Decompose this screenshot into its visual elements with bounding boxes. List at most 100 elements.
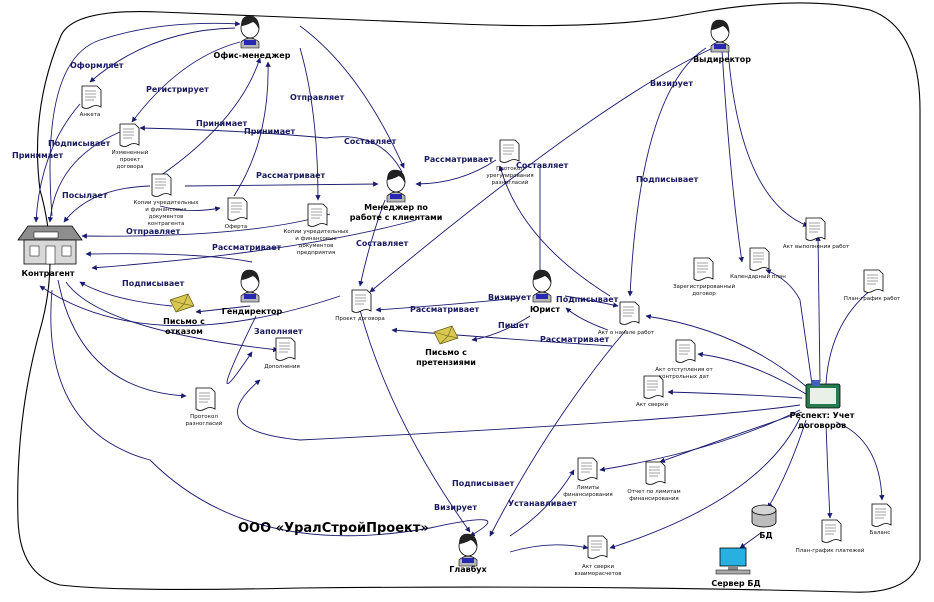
edge-label-sends-mid: Отправляет bbox=[126, 227, 181, 236]
act-reconcile-doc-icon bbox=[643, 375, 664, 399]
act-reconcile-caption: Акт сверки bbox=[636, 402, 668, 408]
office-manager-person-icon bbox=[240, 15, 260, 49]
add-agreement-caption: Дополнения bbox=[264, 364, 300, 370]
protocol-disagreement-caption-2: разногласий bbox=[186, 420, 223, 427]
org-boundary bbox=[17, 2, 921, 593]
letter-claim-envelope-icon bbox=[433, 325, 459, 345]
report-limits-doc-icon bbox=[645, 461, 666, 485]
db-server-label: Сервер БД bbox=[711, 579, 760, 588]
chief-accountant-label: Главбух bbox=[449, 564, 487, 574]
schedule-doc-icon bbox=[863, 269, 884, 293]
db-label: БД bbox=[759, 531, 772, 540]
edge-label-fills: Заполняет bbox=[254, 327, 303, 336]
edge-label-sends-left: Посылает bbox=[62, 191, 108, 200]
gen-director-person-icon bbox=[240, 269, 260, 303]
database-icon bbox=[751, 504, 777, 528]
contract-project-doc-icon bbox=[351, 289, 372, 313]
edge-label-signs-lawyer: Подписывает bbox=[556, 295, 619, 304]
work-act-caption: Акт выполнения работ bbox=[783, 244, 850, 250]
copies-enterprise-caption-4: предприятия bbox=[297, 250, 335, 256]
contract-project-caption: Проект договора bbox=[335, 316, 385, 322]
edge-label-compiles-right: Составляет bbox=[516, 161, 569, 170]
org-title: ООО «УралСтройПроект» bbox=[238, 521, 429, 536]
edge-label-reviews-b: Рассматривает bbox=[256, 171, 326, 180]
edge-label-accepts-left: Принимает bbox=[12, 151, 64, 160]
payment-plan-caption: План-график платежей bbox=[796, 547, 865, 554]
lawyer-person-icon bbox=[532, 269, 552, 303]
limits-caption-2: финансирования bbox=[563, 492, 612, 498]
act-deviation-doc-icon bbox=[675, 339, 696, 363]
limits-doc-icon bbox=[577, 457, 598, 481]
act-deviation-caption-2: контрольных дат bbox=[659, 374, 710, 380]
server-monitor-icon bbox=[715, 547, 751, 575]
act-start-doc-icon bbox=[619, 301, 640, 325]
act-start-caption: Акт о начале работ bbox=[598, 330, 655, 336]
edge-label-signs-left: Подписывает bbox=[48, 139, 111, 148]
client-manager-person-icon bbox=[386, 169, 406, 203]
office-manager-label: Офис-менеджер bbox=[214, 51, 291, 60]
work-act-doc-icon bbox=[805, 217, 826, 241]
edge-label-endorses-bottom: Визирует bbox=[434, 503, 477, 512]
edge-label-signs-gen: Подписывает bbox=[122, 279, 185, 288]
calendar-plan-caption: Календарный план bbox=[730, 273, 786, 280]
edge-label-compiles-mid: Составляет bbox=[356, 239, 409, 248]
reg-contract-caption-1: Зарегистрированный bbox=[673, 283, 736, 290]
anketa-caption: Анкета bbox=[80, 112, 101, 118]
changed-project-caption-3: договора bbox=[117, 164, 144, 170]
changed-project-doc-icon bbox=[119, 123, 140, 147]
copies-enterprise-caption-3: документов bbox=[299, 243, 334, 249]
payment-plan-doc-icon bbox=[821, 519, 842, 543]
exec-director-person-icon bbox=[710, 19, 730, 53]
act-mutual-doc-icon bbox=[587, 535, 608, 559]
copies-contractor-caption-2: и финансовых bbox=[145, 207, 187, 213]
edge-label-accepts-top: Принимает bbox=[196, 119, 248, 128]
protocol-settle-caption-1: Протокол bbox=[496, 166, 524, 172]
letter-claim-caption-2: претензиями bbox=[416, 358, 476, 367]
edge-label-reviews-e: Рассматривает bbox=[540, 335, 610, 344]
edge-label-reviews-a: Рассматривает bbox=[424, 155, 494, 164]
edge-label-sets: Устанавливает bbox=[508, 499, 577, 508]
reg-contract-doc-icon bbox=[693, 257, 714, 281]
copies-enterprise-caption-2: и финансовых bbox=[295, 236, 337, 242]
limits-caption-1: Лимиты bbox=[577, 485, 600, 491]
protocol-settle-caption-2: урегулирования bbox=[486, 173, 533, 179]
edge-label-writes: Пишет bbox=[498, 321, 529, 330]
letter-reject-envelope-icon bbox=[169, 293, 195, 313]
report-limits-caption-2: финансирования bbox=[629, 496, 678, 502]
copies-enterprise-caption-1: Копии учредительных bbox=[283, 229, 349, 235]
act-deviation-caption-1: Акт отступления от bbox=[655, 367, 713, 373]
edge-label-accepts-mid: Принимает bbox=[244, 127, 296, 136]
reg-contract-caption-2: договор bbox=[692, 291, 716, 297]
protocol-disagreement-doc-icon bbox=[195, 387, 216, 411]
offer-caption: Оферта bbox=[225, 224, 247, 230]
act-mutual-caption-1: Акт сверки bbox=[582, 564, 614, 570]
protocol-settle-caption-3: разногласий bbox=[492, 179, 529, 186]
edge-label-reviews-c: Рассматривает bbox=[212, 243, 282, 252]
edge-label-reviews-d: Рассматривает bbox=[410, 305, 480, 314]
edge-label-compiles-top: Составляет bbox=[344, 137, 397, 146]
offer-doc-icon bbox=[227, 197, 248, 221]
copies-contractor-caption-1: Копии учредительных bbox=[133, 200, 199, 206]
edge-label-issues: Оформляет bbox=[70, 61, 124, 70]
exec-director-label: Выдиректор bbox=[693, 55, 751, 64]
contractor-label: Контрагент bbox=[21, 269, 74, 278]
balance-doc-icon bbox=[871, 503, 892, 527]
schedule-caption: План-график работ bbox=[844, 296, 901, 302]
client-manager-label-1: Менеджер по bbox=[364, 203, 428, 212]
letter-reject-caption-2: отказом bbox=[165, 327, 203, 336]
edge-label-signs-right: Подписывает bbox=[636, 175, 699, 184]
client-manager-label-2: работе с клиентами bbox=[350, 212, 443, 222]
report-limits-caption-1: Отчет по лимитам bbox=[627, 489, 680, 495]
contractor-house-icon bbox=[17, 225, 83, 265]
gen-director-label: Гендиректор bbox=[222, 307, 283, 316]
anketa-doc-icon bbox=[81, 85, 102, 109]
copies-enterprise-doc-icon bbox=[307, 203, 328, 227]
chief-accountant-person-icon bbox=[458, 533, 478, 567]
lawyer-label: Юрист bbox=[530, 305, 560, 314]
protocol-settle-doc-icon bbox=[499, 139, 520, 163]
copies-contractor-caption-4: контрагента bbox=[148, 221, 185, 227]
letter-claim-caption-1: Письмо с bbox=[425, 348, 467, 357]
act-mutual-caption-2: взаиморасчетов bbox=[575, 571, 622, 577]
copies-contractor-caption-3: документов bbox=[149, 214, 184, 220]
